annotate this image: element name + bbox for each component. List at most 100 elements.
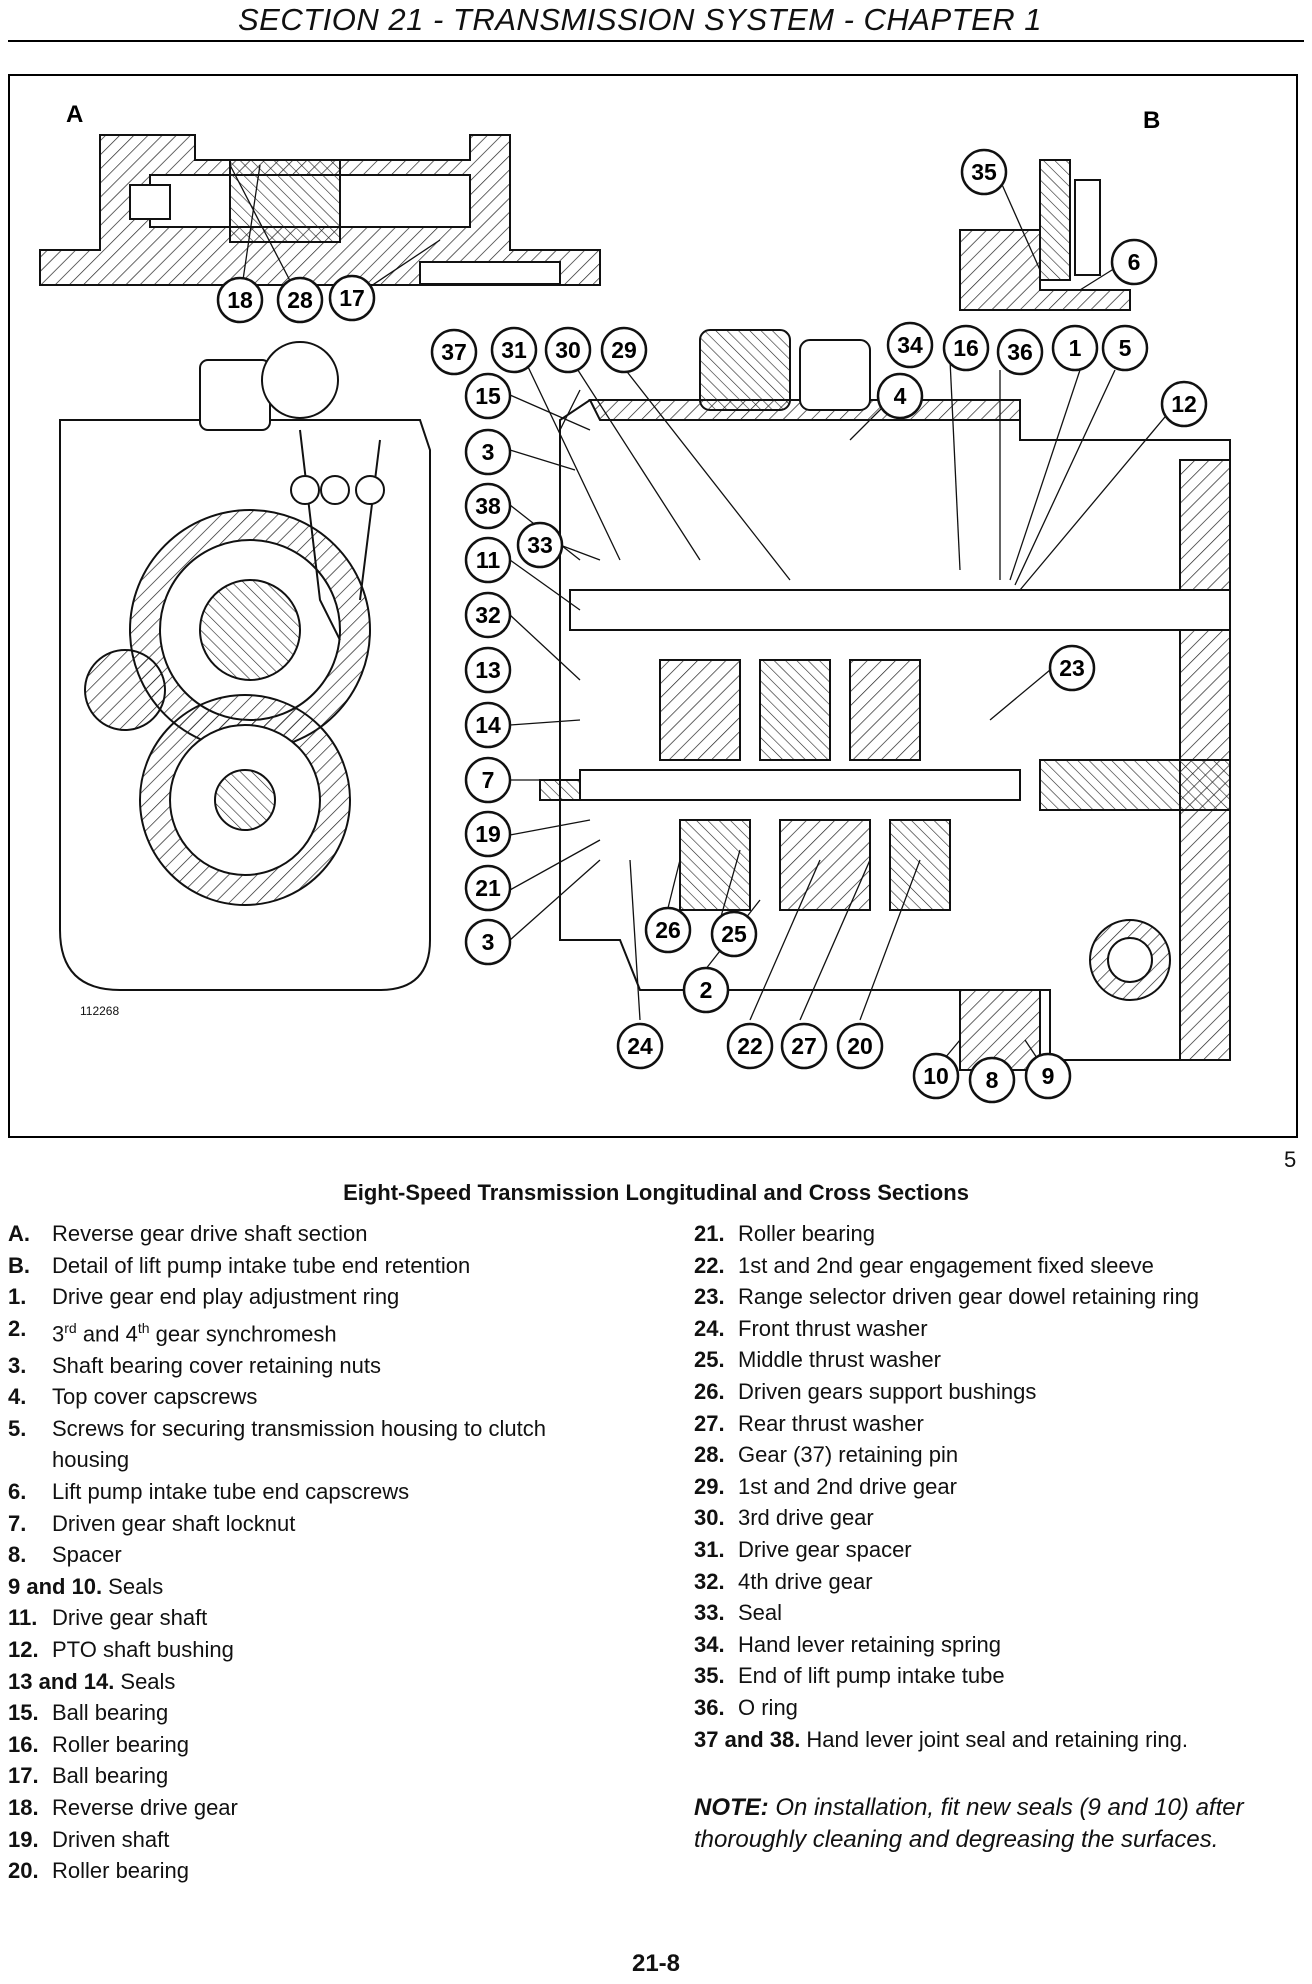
legend-item: 20.Roller bearing bbox=[8, 1855, 568, 1887]
callout-label: 20 bbox=[847, 1033, 873, 1059]
callout: 10 bbox=[912, 1052, 960, 1100]
callout: 25 bbox=[710, 910, 758, 958]
callout-label: 28 bbox=[287, 287, 313, 313]
callout: 19 bbox=[464, 810, 512, 858]
legend-key: 37 and 38. bbox=[694, 1726, 801, 1752]
legend-item: 18.Reverse drive gear bbox=[8, 1792, 568, 1824]
legend-text: Seals bbox=[108, 1573, 164, 1599]
legend-key: 5. bbox=[8, 1415, 27, 1441]
legend-item: 8.Spacer bbox=[8, 1539, 568, 1571]
legend-text: Range selector driven gear dowel retaini… bbox=[738, 1284, 1200, 1310]
drawing-code: 112268 bbox=[80, 1004, 119, 1018]
callout-label: 27 bbox=[791, 1033, 817, 1059]
callout-label: 37 bbox=[441, 339, 467, 365]
callout-label: 32 bbox=[475, 602, 501, 628]
legend-key: 2. bbox=[8, 1315, 27, 1341]
legend-text: Lift pump intake tube end capscrews bbox=[52, 1479, 410, 1505]
legend-text: Drive gear shaft bbox=[52, 1605, 208, 1631]
view-label-b: B bbox=[1143, 107, 1160, 134]
legend-item: B.Detail of lift pump intake tube end re… bbox=[8, 1250, 568, 1282]
legend-key: 25. bbox=[694, 1347, 725, 1373]
legend-key: 7. bbox=[8, 1510, 27, 1536]
callout: 1 bbox=[1051, 324, 1099, 372]
legend-item: 32.4th drive gear bbox=[694, 1566, 1294, 1598]
section-title: SECTION 21 - TRANSMISSION SYSTEM - CHAPT… bbox=[238, 2, 1043, 37]
legend-key: 27. bbox=[694, 1410, 725, 1436]
legend-key: 11. bbox=[8, 1605, 38, 1631]
legend-text: Detail of lift pump intake tube end rete… bbox=[52, 1252, 471, 1278]
legend-text: Ball bearing bbox=[52, 1763, 169, 1789]
page-number: 21-8 bbox=[631, 1950, 681, 1977]
legend-key: 21. bbox=[694, 1221, 725, 1246]
callout-label: 36 bbox=[1007, 339, 1033, 365]
legend-key: 4. bbox=[8, 1384, 27, 1410]
legend-item: 5.Screws for securing transmission housi… bbox=[8, 1413, 568, 1476]
legend-key: 30. bbox=[694, 1505, 725, 1531]
legend-item: 37 and 38.Hand lever joint seal and reta… bbox=[694, 1724, 1294, 1756]
callout-label: 4 bbox=[894, 383, 907, 409]
callout-leader-lines bbox=[229, 164, 1176, 1071]
callout: 11 bbox=[464, 536, 512, 584]
callout: 34 bbox=[886, 321, 934, 369]
legend-item: 21.Roller bearing bbox=[694, 1218, 1294, 1250]
legend-item: 33.Seal bbox=[694, 1597, 1294, 1629]
callout: 18 bbox=[216, 276, 264, 324]
legend-item: 22.1st and 2nd gear engagement fixed sle… bbox=[694, 1250, 1294, 1282]
callout-label: 38 bbox=[475, 493, 501, 519]
legend-key: 26. bbox=[694, 1378, 725, 1404]
legend-key: 24. bbox=[694, 1315, 725, 1341]
legend-key: 15. bbox=[8, 1700, 39, 1726]
legend-key: 33. bbox=[694, 1600, 725, 1626]
legend-text: Shaft bearing cover retaining nuts bbox=[52, 1352, 381, 1378]
legend-text: Driven gears support bushings bbox=[738, 1378, 1037, 1404]
legend-text: 4th drive gear bbox=[738, 1568, 873, 1594]
legend-text: Driven shaft bbox=[52, 1826, 170, 1852]
legend-item: 15.Ball bearing bbox=[8, 1697, 568, 1729]
callout: 6 bbox=[1110, 238, 1158, 286]
callout-label: 9 bbox=[1042, 1063, 1055, 1089]
callout: 24 bbox=[616, 1022, 664, 1070]
callout: 21 bbox=[464, 864, 512, 912]
legend-text: Reverse drive gear bbox=[52, 1795, 238, 1821]
legend-text: 3rd and 4th gear synchromesh bbox=[52, 1319, 337, 1347]
legend-key: 28. bbox=[694, 1442, 725, 1468]
callout-label: 15 bbox=[475, 383, 501, 409]
legend-text: 3rd drive gear bbox=[738, 1505, 874, 1531]
legend-text: Seals bbox=[120, 1668, 176, 1694]
callout: 33 bbox=[516, 521, 564, 569]
figure-caption: Eight-Speed Transmission Longitudinal an… bbox=[343, 1180, 969, 1205]
legend-text: Hand lever joint seal and retaining ring… bbox=[806, 1726, 1188, 1752]
callout-label: 16 bbox=[953, 335, 979, 361]
legend-item: 28.Gear (37) retaining pin bbox=[694, 1439, 1294, 1471]
legend-key: 23. bbox=[694, 1284, 725, 1310]
callout-label: 18 bbox=[227, 287, 253, 313]
callout: 23 bbox=[1048, 644, 1096, 692]
legend-item: 30. 3rd drive gear bbox=[694, 1502, 1294, 1534]
legend-key: 12. bbox=[8, 1637, 39, 1663]
callout-label: 22 bbox=[737, 1033, 763, 1059]
legend-item: 23. Range selector driven gear dowel reta… bbox=[694, 1281, 1294, 1313]
legend-key: 1. bbox=[8, 1284, 27, 1310]
callout: 3 bbox=[464, 428, 512, 476]
legend-text: Reverse gear drive shaft section bbox=[52, 1221, 368, 1246]
legend-item: A.Reverse gear drive shaft section bbox=[8, 1218, 568, 1250]
legend-item: 3.Shaft bearing cover retaining nuts bbox=[8, 1350, 568, 1382]
callout-label: 13 bbox=[475, 657, 501, 683]
view-a-reverse-shaft bbox=[39, 134, 601, 286]
legend-item: 13 and 14.Seals bbox=[8, 1666, 568, 1698]
callout: 8 bbox=[968, 1056, 1016, 1104]
callout: 35 bbox=[960, 148, 1008, 196]
longitudinal-section-view bbox=[539, 329, 1231, 1071]
callout-label: 26 bbox=[655, 917, 681, 943]
legend-key: 8. bbox=[8, 1542, 27, 1568]
legend-item: 29.1st and 2nd drive gear bbox=[694, 1471, 1294, 1503]
legend-text: Hand lever retaining spring bbox=[738, 1631, 1001, 1657]
legend-key: 17. bbox=[8, 1763, 39, 1789]
callout-label: 1 bbox=[1069, 335, 1082, 361]
callout: 14 bbox=[464, 701, 512, 749]
callout: 36 bbox=[996, 328, 1044, 376]
legend-text: Drive gear end play adjustment ring bbox=[52, 1284, 400, 1310]
legend-key: 19. bbox=[8, 1826, 39, 1852]
legend-text: Roller bearing bbox=[52, 1858, 189, 1884]
legend-item: 36.O ring bbox=[694, 1692, 1294, 1724]
